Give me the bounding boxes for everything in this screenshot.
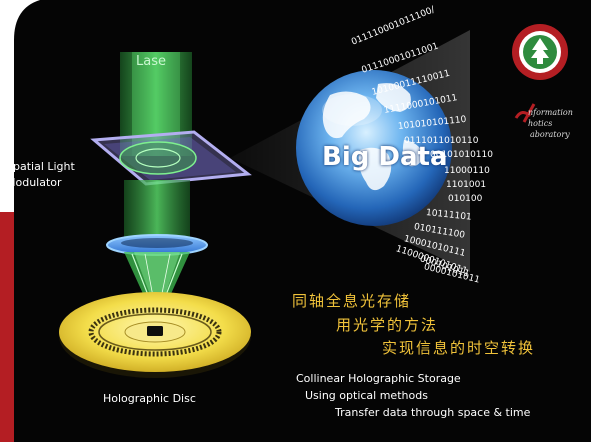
spatial-light-modulator (90, 130, 252, 186)
beam-lower (124, 180, 190, 244)
red-accent-bar (0, 212, 14, 442)
english-line-1: Collinear Holographic Storage (296, 372, 461, 385)
lab-name-line2: hotics (528, 119, 553, 128)
holographic-disc-label: Holographic Disc (103, 392, 196, 405)
lens (106, 234, 208, 256)
english-line-3: Transfer data through space & time (335, 406, 531, 419)
laser-label: Lase (136, 54, 166, 69)
english-line-2: Using optical methods (305, 389, 428, 402)
lab-name-line3: aboratory (530, 130, 570, 139)
laser-beam (120, 52, 192, 156)
university-seal-icon (512, 24, 568, 80)
big-data-title: Big Data (322, 142, 448, 172)
lab-logo-mark (514, 103, 536, 123)
chinese-line-3: 实现信息的时空转换 (382, 339, 536, 357)
holographic-disc (59, 292, 251, 378)
chinese-line-1: 同轴全息光存储 (292, 292, 412, 310)
slm-label-line2: Modulator (6, 176, 62, 189)
globe-icon (296, 70, 452, 226)
slm-label-line1: Spatial Light (6, 160, 75, 173)
lab-name-line1: nformation (528, 108, 573, 117)
chinese-line-2: 用光学的方法 (336, 316, 439, 334)
